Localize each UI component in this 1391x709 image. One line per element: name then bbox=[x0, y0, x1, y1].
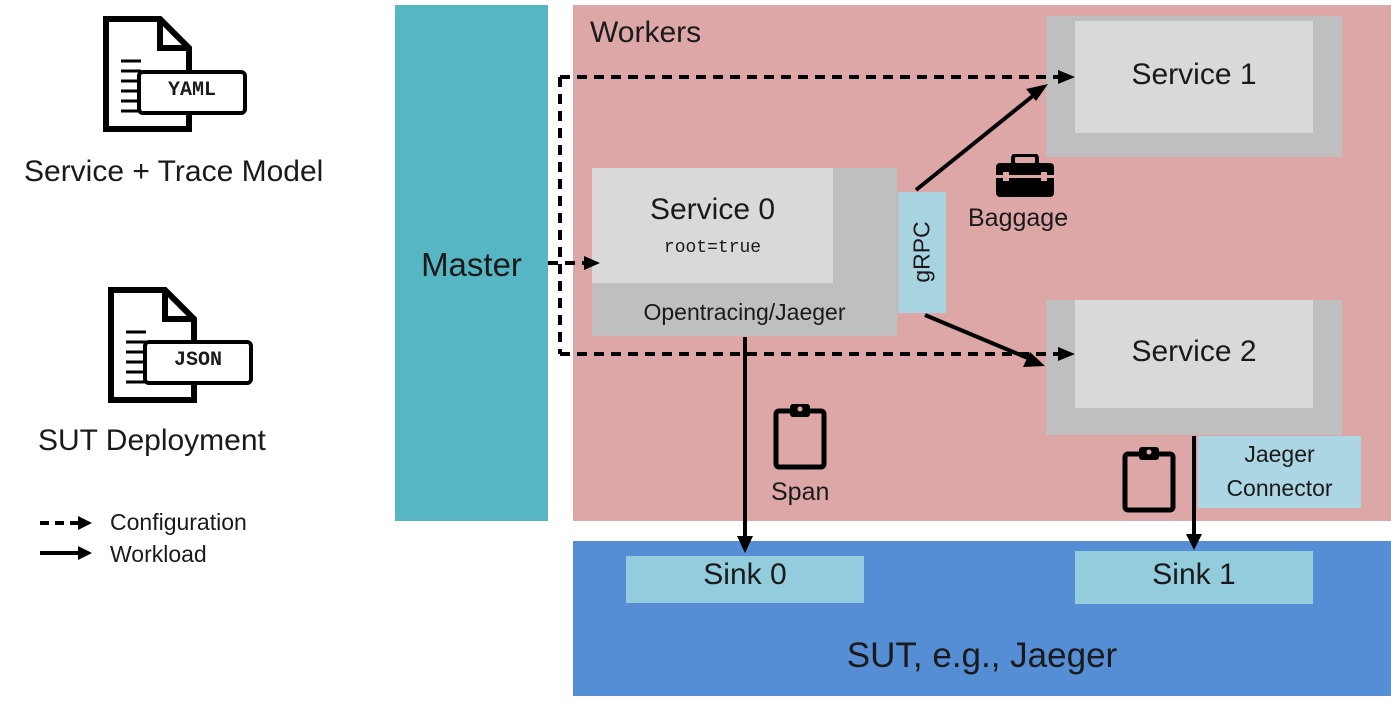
master-label: Master bbox=[421, 246, 522, 283]
config-arrowhead-service0 bbox=[584, 256, 600, 270]
sut-label: SUT, e.g., Jaeger bbox=[846, 636, 1118, 675]
service-1-title: Service 1 bbox=[1131, 58, 1257, 91]
span-clipboard-icon bbox=[773, 404, 827, 470]
workload-arrows bbox=[743, 93, 1196, 538]
sink-0-label: Sink 0 bbox=[703, 558, 787, 591]
workload-arrowhead-service2 bbox=[1023, 352, 1045, 367]
service-2-inner bbox=[1075, 300, 1313, 408]
service-0-inner bbox=[592, 168, 833, 283]
service-0-title: Service 0 bbox=[649, 193, 776, 226]
workload-arrowhead-sink0 bbox=[737, 536, 753, 553]
baggage-label: Baggage bbox=[968, 204, 1069, 232]
yaml-tag: YAML bbox=[137, 70, 247, 115]
master-box bbox=[395, 5, 548, 521]
configuration-arrows bbox=[548, 75, 1058, 356]
service-trace-model-caption: Service + Trace Model bbox=[24, 155, 324, 188]
jaeger-connector-box bbox=[1198, 436, 1361, 508]
workers-label: Workers bbox=[590, 16, 702, 49]
jaeger-connector-label-line2: Connector bbox=[1226, 475, 1333, 501]
config-arrowhead-service1 bbox=[1058, 70, 1075, 84]
sink-1-label: Sink 1 bbox=[1152, 558, 1236, 591]
jaeger-connector-label-line1: Jaeger bbox=[1244, 441, 1315, 467]
grpc-box bbox=[898, 192, 946, 313]
config-arrowhead-service2 bbox=[1058, 347, 1075, 361]
legend-workload-label: Workload bbox=[110, 541, 207, 567]
workload-arrowhead-service1 bbox=[1026, 84, 1048, 101]
legend-arrows bbox=[40, 516, 92, 560]
service-2-title: Service 2 bbox=[1131, 335, 1257, 368]
legend-configuration-label: Configuration bbox=[110, 509, 247, 535]
json-tag: JSON bbox=[143, 340, 253, 385]
sink-1-box bbox=[1075, 551, 1313, 604]
connector-clipboard-icon bbox=[1122, 447, 1176, 513]
workload-arrowhead-sink1 bbox=[1186, 534, 1202, 550]
sink-0-box bbox=[626, 556, 864, 603]
service-0-root-flag: root=true bbox=[663, 238, 762, 258]
span-label: Span bbox=[771, 478, 830, 506]
service-1-inner bbox=[1075, 21, 1313, 133]
sut-deployment-caption: SUT Deployment bbox=[38, 424, 266, 457]
briefcase-icon bbox=[996, 154, 1054, 197]
service-0-tracing-label: Opentracing/Jaeger bbox=[643, 299, 846, 325]
